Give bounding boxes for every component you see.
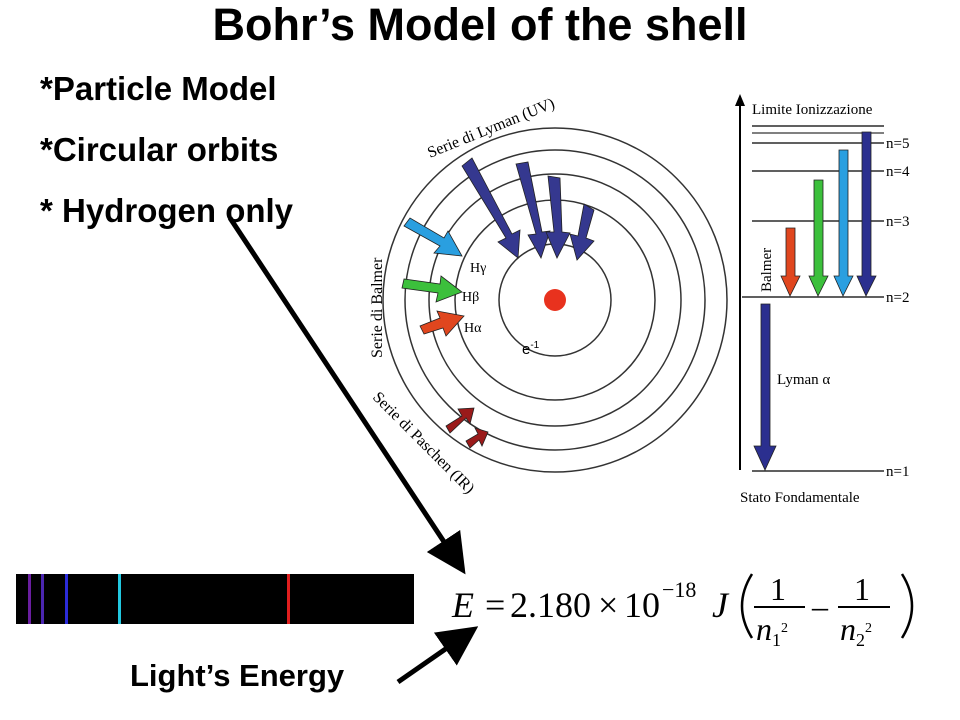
bullet-particle-model: *Particle Model [40,70,277,107]
lyman-arrow-1 [461,157,521,259]
spectrum-line-cyan [118,574,121,624]
spectrum-line-blue [65,574,68,624]
atom-diagram: e-1 Serie di Lyman (UV) Hγ Hβ Hα Serie d… [369,95,728,497]
spectrum-line-violet-2 [41,574,44,624]
equation-times: × [598,585,618,625]
fraction-1-numerator: 1 [770,571,786,607]
fraction-1-denominator: n12 [756,611,788,650]
bullet-hydrogen-only: * Hydrogen only [40,192,294,229]
bullet-circular-orbits: *Circular orbits [40,131,279,168]
paschen-arrow-1 [445,407,475,434]
equation-exponent: −18 [662,577,696,602]
lyman-arrow-2 [515,161,551,259]
lights-energy-label: Light’s Energy [130,658,345,693]
lyman-alpha-label: Lyman α [777,372,830,388]
balmer-arrow-gamma [403,217,463,257]
equation-left-paren [740,573,754,639]
equation-lhs: E [451,585,474,625]
transition-green-arrow [808,179,829,297]
spectrum-line-violet-1 [28,574,31,624]
transition-navy-arrow [856,131,877,297]
orbit-4 [404,149,706,451]
h-alpha-label: Hα [464,321,482,336]
lyman-alpha-arrow [753,303,777,471]
energy-axis-arrowhead [735,94,745,106]
equation-minus: – [811,588,829,624]
balmer-label: Balmer [759,248,775,292]
equation-base: 10 [624,585,660,625]
level-label-n2: n=2 [886,290,909,306]
emission-spectrum [16,574,414,624]
ionization-limit-label: Limite Ionizzazione [752,102,873,118]
equation-equals: = [485,585,505,625]
energy-equation: E = 2.180 × 10 −18 J 1 n12 – 1 n22 [451,571,914,650]
equation-right-paren [900,573,914,639]
pointer-arrow-lights-energy [396,626,479,685]
h-gamma-label: Hγ [470,261,486,276]
orbit-3 [428,173,682,427]
fraction-2-denominator: n22 [840,611,872,650]
level-label-n3: n=3 [886,214,909,230]
equation-coefficient: 2.180 [510,585,591,625]
electron-label: e-1 [522,340,540,358]
paschen-series-label: Serie di Paschen (IR) [369,389,477,497]
bullet-list: *Particle Model *Circular orbits * Hydro… [40,58,293,241]
orbit-5 [382,127,728,473]
slide-title: Bohr’s Model of the shell [212,0,748,50]
pointer-arrow-to-equation [227,216,466,575]
level-label-n5: n=5 [886,136,909,152]
level-label-n4: n=4 [886,164,910,180]
fraction-2-numerator: 1 [854,571,870,607]
balmer-arrow-beta [401,275,463,303]
nucleus [544,289,566,311]
transition-red-arrow [780,227,801,297]
lyman-arrow-3 [545,175,571,259]
lyman-arrow-4 [569,203,595,261]
equation-unit: J [712,585,730,625]
energy-level-diagram: Limite Ionizzazione n=5 n=4 n=3 n=2 n=1 … [735,94,910,506]
balmer-arrow-alpha [419,310,465,337]
balmer-series-label: Serie di Balmer [369,257,386,358]
ground-state-label: Stato Fondamentale [740,490,860,506]
lyman-arrows [461,157,595,261]
h-beta-label: Hβ [462,290,479,305]
transition-blue-arrow [833,149,854,297]
spectrum-line-red [287,574,290,624]
paschen-arrow-2 [465,427,489,449]
level-label-n1: n=1 [886,464,909,480]
